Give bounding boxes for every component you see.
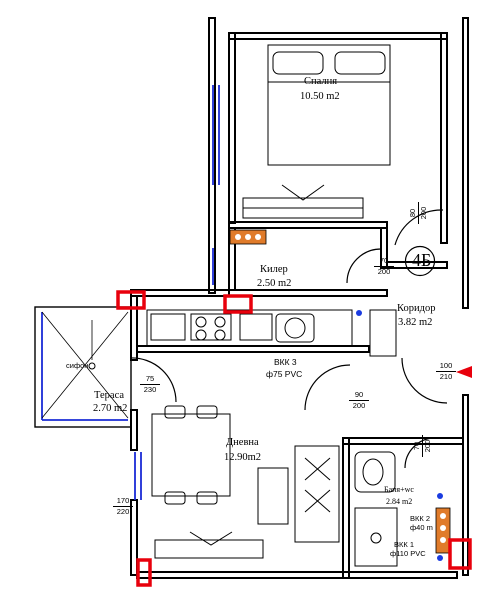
- furniture: [88, 44, 398, 567]
- bathroom-area: 2.84 m2: [386, 497, 413, 506]
- bedroom-door-dim: 80 200: [408, 202, 428, 224]
- terrace-area: 2.70 m2: [93, 403, 128, 414]
- doors: [129, 209, 448, 469]
- corridor-name: Коридор: [397, 303, 436, 314]
- terrace-lines: [41, 311, 129, 419]
- entrance-arrow: [456, 366, 472, 378]
- pantry-name: Килер: [260, 264, 288, 275]
- entrance-door-height: 210: [439, 371, 453, 381]
- unit-id: 4Б: [412, 250, 432, 270]
- terrace-window-width: 170: [116, 496, 130, 505]
- vkk2-pipe: ф40 m: [410, 523, 433, 532]
- bedroom-door-height: 200: [418, 206, 428, 220]
- pantry-door-dim: 70 200: [374, 257, 394, 275]
- living-door-width: 90: [354, 390, 364, 399]
- vkk3-pipe: ф75 PVC: [266, 369, 303, 379]
- living-area: 12.90m2: [224, 452, 262, 463]
- living-door-height: 200: [352, 400, 366, 410]
- terrace-window-height: 220: [116, 506, 130, 516]
- living-name: Дневна: [226, 437, 259, 448]
- siphon-label: сифон: [66, 361, 89, 370]
- windows: [41, 85, 220, 500]
- living-door-dim: 90 200: [349, 391, 369, 409]
- bath-door-width: 70: [412, 441, 421, 451]
- bathroom-name: Баня+wc: [384, 485, 414, 494]
- pantry-area: 2.50 m2: [257, 278, 292, 289]
- red-markers: [116, 290, 472, 587]
- terrace-window-dim: 170 220: [113, 497, 133, 515]
- pantry-door-width: 70: [379, 256, 389, 265]
- vkk1-name: ВКК 1: [394, 540, 414, 549]
- vkk3-name: ВКК 3: [274, 357, 297, 367]
- bedroom-area: 10.50 m2: [300, 91, 340, 102]
- unit-id-circle: [404, 245, 436, 277]
- walls: [34, 17, 469, 579]
- terrace-door-height: 230: [143, 384, 157, 394]
- terrace-door-dim: 75 230: [140, 375, 160, 393]
- pantry-door-height: 200: [377, 266, 391, 276]
- corridor-area: 3.82 m2: [398, 317, 433, 328]
- entrance-door-width: 100: [439, 361, 453, 370]
- terrace-door-width: 75: [145, 374, 155, 383]
- vkk2-name: ВКК 2: [410, 514, 430, 523]
- bedroom-door-width: 80: [408, 208, 417, 218]
- bath-door-dim: 70 200: [412, 435, 432, 457]
- terrace-name: Тераса: [94, 390, 125, 401]
- bedroom-name: Спалня: [304, 76, 338, 87]
- pipes: [229, 229, 451, 561]
- entrance-door-dim: 100 210: [436, 362, 456, 380]
- bath-door-height: 200: [422, 439, 432, 453]
- vkk1-pipe: ф110 PVC: [390, 549, 426, 558]
